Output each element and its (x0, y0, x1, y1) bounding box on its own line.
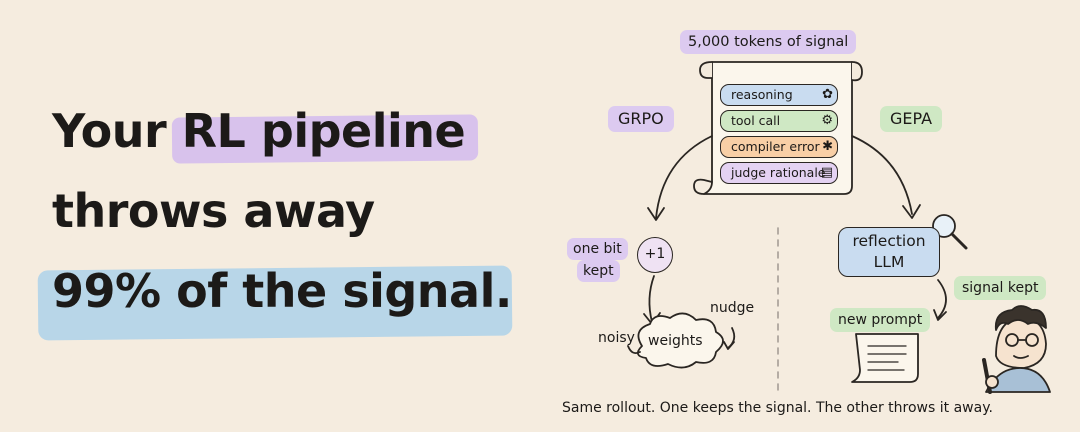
noisy-label: noisy (598, 330, 635, 346)
reflection-label: reflection (852, 232, 926, 250)
magnifier-icon (932, 214, 968, 250)
arrow-to-grpo (655, 135, 713, 219)
bug-icon: ✱ (822, 139, 833, 154)
chip-label: judge rationale (731, 165, 826, 180)
scroll-chip-tool-call: tool call ⚙ (720, 110, 838, 132)
arrow-to-new-prompt (937, 279, 947, 319)
reflection-llm-box: reflection LLM (838, 227, 940, 277)
brain-icon: ✿ (822, 87, 833, 102)
llm-label: LLM (873, 253, 905, 271)
headline-line-3: 99% of the signal. (37, 260, 552, 341)
character-illustration (982, 305, 1051, 394)
nudge-label: nudge (710, 300, 755, 316)
caption: Same rollout. One keeps the signal. The … (562, 400, 993, 416)
tokens-of-signal-label: 5,000 tokens of signal (680, 30, 857, 54)
document-icon: ▤ (820, 165, 833, 180)
gepa-label: GEPA (880, 106, 943, 132)
scroll-chip-reasoning: reasoning ✿ (720, 84, 838, 106)
new-prompt-label: new prompt (830, 308, 931, 332)
headline-line-2: throws away (52, 180, 552, 260)
chip-label: compiler error (731, 139, 820, 154)
signal-kept-label: signal kept (954, 276, 1047, 300)
one-bit-label: one bit (567, 238, 628, 260)
grpo-label: GRPO (608, 106, 674, 132)
scroll-chip-judge-rationale: judge rationale ▤ (720, 162, 838, 184)
weights-cloud (636, 312, 724, 369)
kept-label: kept (577, 260, 620, 282)
headline-line3-text: 99% of the signal. (52, 264, 512, 318)
headline-line2-text: throws away (52, 184, 375, 238)
scroll-top-curl (699, 61, 713, 79)
headline-line-1: Your RL pipeline (52, 100, 552, 180)
chip-label: tool call (731, 113, 781, 128)
arrow-to-gepa (851, 135, 913, 215)
new-prompt-document (851, 333, 919, 383)
headline: Your RL pipeline throws away 99% of the … (37, 100, 552, 341)
headline-line1-prefix: Your (52, 104, 182, 158)
reward-badge: +1 (637, 237, 673, 273)
weights-label: weights (648, 333, 703, 349)
arrow-to-weights (648, 275, 655, 323)
headline-highlight-rl-pipeline: RL pipeline (181, 104, 466, 158)
scroll-chip-compiler-error: compiler error ✱ (720, 136, 838, 158)
chip-label: reasoning (731, 87, 793, 102)
gear-icon: ⚙ (821, 113, 833, 128)
